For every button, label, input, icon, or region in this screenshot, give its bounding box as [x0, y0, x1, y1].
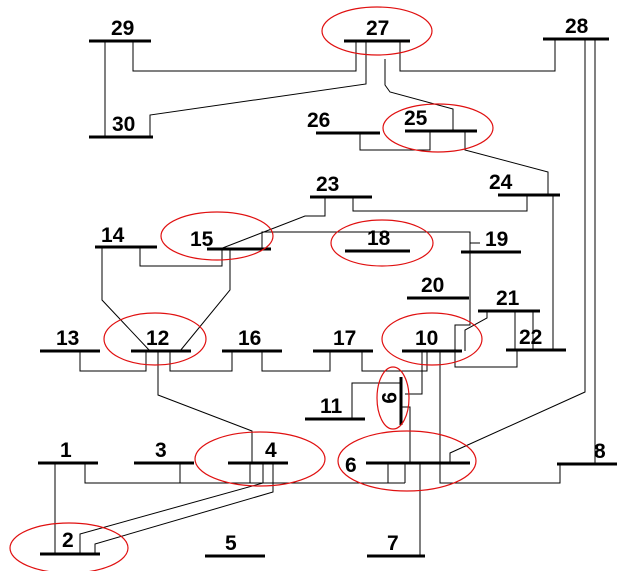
- transmission-line: [405, 351, 423, 395]
- highlight-ellipse-bus-12: [103, 312, 207, 366]
- highlight-ellipse-bus-9: [376, 366, 410, 430]
- highlight-ellipse-bus-18: [330, 219, 434, 267]
- transmission-line: [449, 39, 586, 463]
- bus-label-15: 15: [190, 228, 214, 251]
- highlight-ellipse-bus-15: [160, 211, 274, 261]
- transmission-line: [401, 406, 411, 463]
- bus-label-21: 21: [496, 287, 520, 310]
- bus-label-13: 13: [56, 327, 79, 350]
- bus-bars: [38, 37, 617, 558]
- bus-label-24: 24: [489, 171, 513, 194]
- bus-label-9: 9: [377, 392, 400, 404]
- transmission-line: [132, 41, 357, 72]
- bus-label-11: 11: [320, 395, 343, 418]
- bus-label-16: 16: [238, 327, 261, 350]
- transmission-line: [454, 298, 471, 351]
- bus-label-7: 7: [387, 532, 399, 555]
- transmission-line: [250, 463, 389, 484]
- bus-label-19: 19: [485, 228, 508, 251]
- highlight-ellipse-bus-25: [382, 103, 494, 153]
- bus-label-8: 8: [594, 440, 606, 463]
- bus-label-1: 1: [60, 439, 72, 462]
- transmission-line: [361, 351, 428, 372]
- highlight-ellipse-bus-6: [337, 430, 477, 492]
- bus-label-4: 4: [265, 439, 277, 462]
- transmission-line: [352, 195, 528, 212]
- highlight-ellipse-bus-27: [321, 6, 433, 56]
- bus-label-28: 28: [565, 15, 589, 38]
- transmission-line: [157, 351, 253, 463]
- bus-label-23: 23: [316, 173, 339, 196]
- bus-label-26: 26: [307, 109, 330, 132]
- transmission-line: [179, 249, 231, 352]
- bus-label-17: 17: [333, 327, 356, 350]
- bus-label-14: 14: [101, 224, 125, 247]
- bus-label-12: 12: [146, 327, 169, 350]
- highlight-ellipse-bus-2: [9, 522, 129, 571]
- bus-label-25: 25: [404, 107, 428, 130]
- transmission-line: [399, 39, 556, 72]
- transmission-line: [101, 247, 151, 352]
- transmission-line: [169, 351, 233, 372]
- transmission-line: [359, 131, 431, 151]
- transmission-line: [261, 231, 471, 252]
- bus-label-20: 20: [421, 274, 444, 297]
- transmission-line: [139, 247, 223, 267]
- transmission-line: [219, 197, 326, 250]
- bus-label-5: 5: [225, 532, 237, 555]
- bus-label-10: 10: [415, 327, 438, 350]
- transmission-line: [179, 463, 405, 484]
- transmission-line: [94, 463, 274, 554]
- transmission-line: [464, 311, 488, 351]
- transmission-line: [384, 59, 454, 131]
- bus-label-3: 3: [155, 439, 167, 462]
- bus-label-22: 22: [519, 326, 542, 349]
- highlight-ellipse-bus-4: [194, 431, 326, 487]
- transmission-line: [464, 131, 549, 195]
- transmission-line: [439, 463, 561, 484]
- highlight-markers: [9, 6, 494, 571]
- transmission-line: [79, 463, 264, 554]
- bus-label-27: 27: [366, 17, 389, 40]
- highlight-ellipse-bus-10: [381, 312, 483, 366]
- transmission-line: [454, 350, 518, 368]
- bus-label-30: 30: [112, 113, 135, 136]
- transmission-line: [149, 41, 367, 137]
- transmission-lines: [54, 39, 596, 556]
- bus-label-6: 6: [345, 454, 357, 477]
- transmission-line: [79, 351, 147, 372]
- transmission-line: [261, 351, 331, 372]
- bus-label-18: 18: [367, 227, 391, 250]
- bus-label-2: 2: [62, 529, 74, 552]
- bus-label-29: 29: [111, 17, 134, 40]
- transmission-line: [351, 382, 400, 419]
- transmission-line: [84, 463, 251, 484]
